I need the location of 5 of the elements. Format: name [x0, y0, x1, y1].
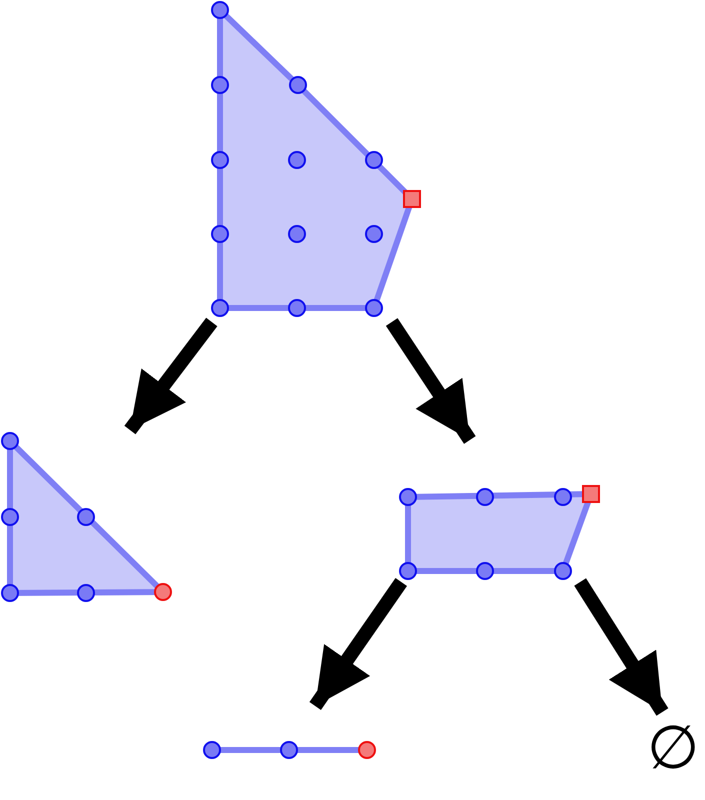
arrow	[124, 318, 218, 434]
arrow	[386, 318, 476, 444]
arrow	[309, 578, 407, 710]
empty-set-symbol: ∅	[647, 718, 699, 778]
arrow	[574, 578, 668, 716]
